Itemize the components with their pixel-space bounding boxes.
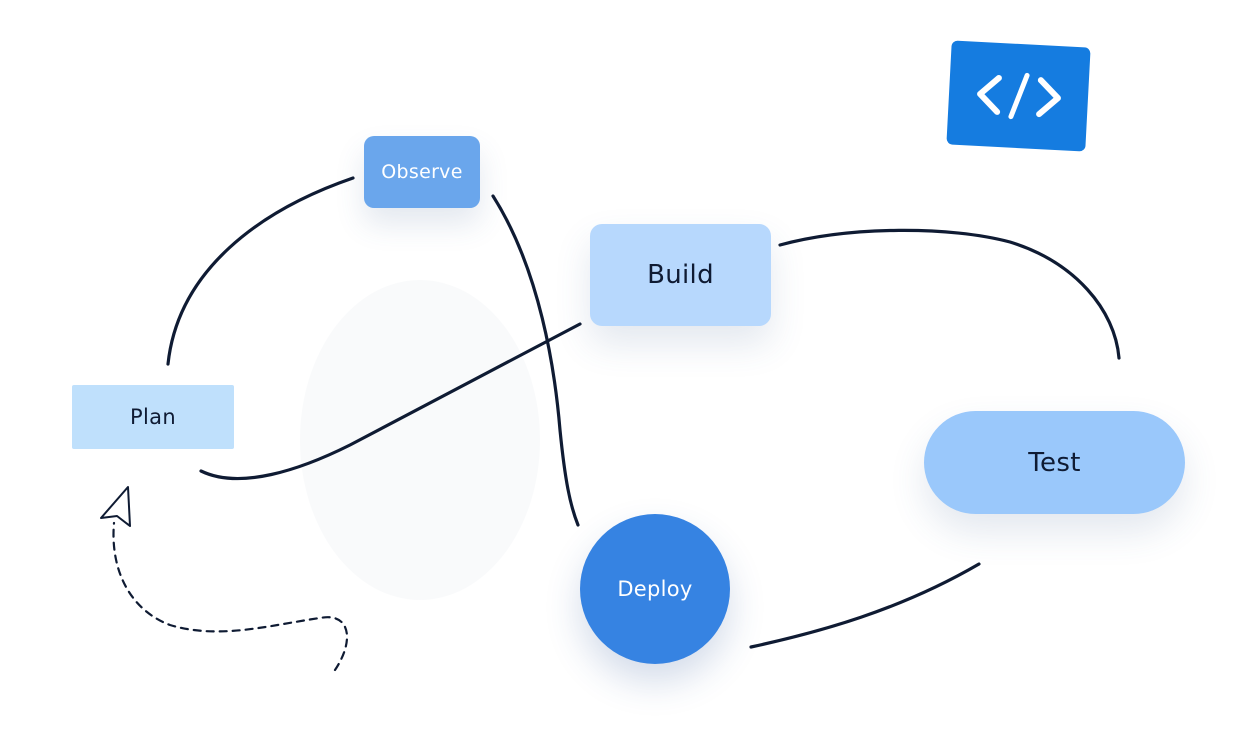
code-badge	[946, 40, 1091, 152]
node-plan: Plan	[72, 385, 234, 449]
node-deploy-label: Deploy	[617, 577, 693, 601]
dashed-return-path	[112, 521, 349, 672]
node-observe: Observe	[364, 136, 480, 208]
connector-plan-build	[199, 322, 582, 481]
connector-test-deploy	[749, 562, 981, 649]
node-observe-label: Observe	[381, 161, 463, 183]
node-deploy: Deploy	[580, 514, 730, 664]
code-brackets-icon	[976, 72, 1061, 120]
node-test: Test	[924, 411, 1185, 514]
node-build-label: Build	[647, 260, 714, 290]
node-test-label: Test	[1028, 447, 1081, 478]
connector-observe-deploy	[491, 194, 580, 527]
background-haze	[300, 280, 540, 600]
cursor-arrow-icon	[100, 486, 131, 527]
node-plan-label: Plan	[130, 405, 176, 429]
connector-plan-observe	[166, 176, 355, 366]
connector-build-test	[778, 228, 1121, 360]
node-build: Build	[590, 224, 771, 326]
